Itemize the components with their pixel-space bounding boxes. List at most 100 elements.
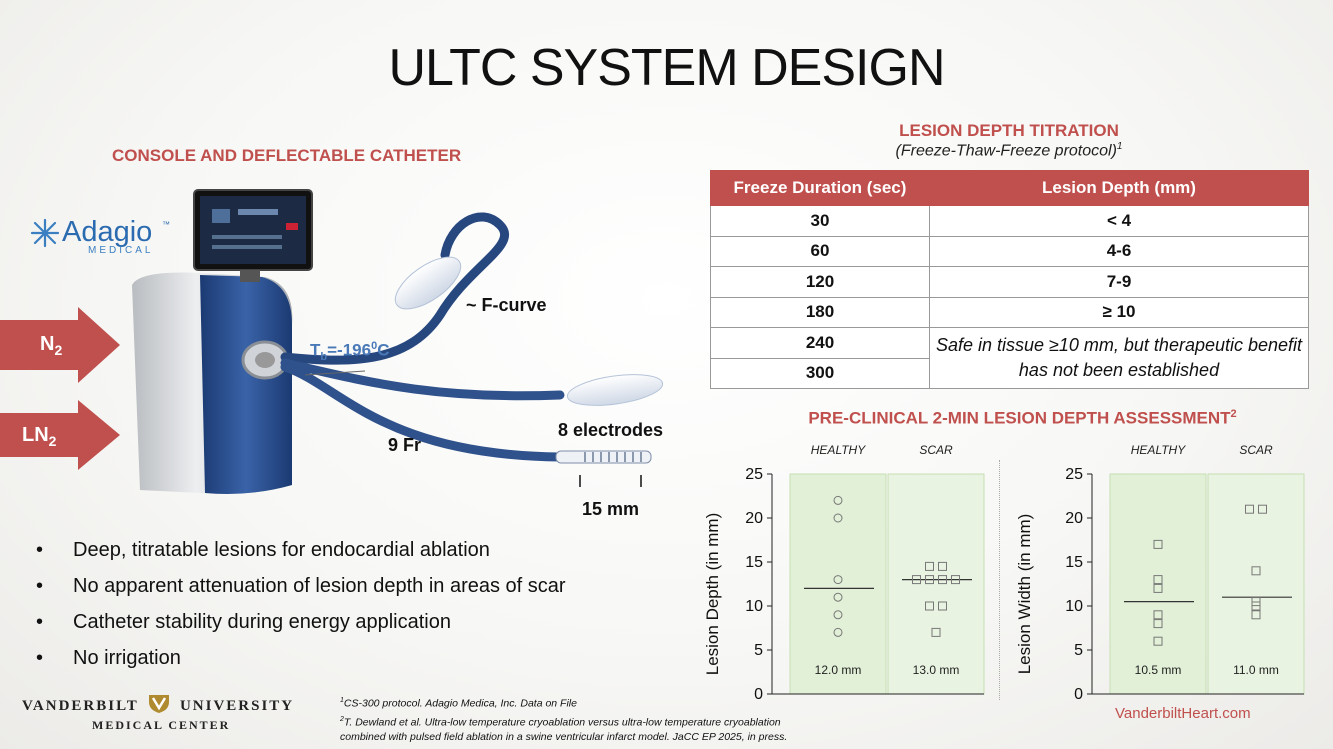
lesion-table-title: LESION DEPTH TITRATION — [899, 121, 1119, 140]
y-tick-label: 5 — [754, 642, 763, 659]
table-header-row: Freeze Duration (sec) Lesion Depth (mm) — [710, 170, 1309, 206]
chart-divider — [999, 460, 1000, 700]
adagio-wordmark: Adagio — [62, 216, 153, 248]
data-point — [1153, 575, 1163, 585]
data-point — [1251, 610, 1261, 620]
data-point — [912, 575, 921, 585]
list-item: •Deep, titratable lesions for endocardia… — [36, 539, 490, 561]
y-tick-label: 15 — [745, 554, 763, 571]
vanderbilt-logo-line1: VANDERBILT UNIVERSITY — [22, 694, 294, 715]
data-point — [833, 495, 843, 505]
median-label: 11.0 mm — [1233, 663, 1279, 677]
website-link[interactable]: VanderbiltHeart.com — [1115, 705, 1251, 722]
console-catheter-illustration — [0, 189, 664, 494]
data-point — [833, 592, 843, 602]
group-background — [887, 473, 985, 695]
lesion-depth-table: Freeze Duration (sec) Lesion Depth (mm) … — [710, 170, 1309, 389]
reference-1: 1CS-300 protocol. Adagio Medica, Inc. Da… — [340, 697, 577, 710]
y-tick-label: 25 — [745, 466, 763, 483]
data-point — [938, 561, 947, 571]
catheter-low — [280, 362, 565, 462]
y-axis-label: Lesion Width (in mm) — [1015, 514, 1034, 675]
adagio-tm: ™ — [162, 220, 170, 229]
data-point — [1153, 539, 1163, 549]
median-label: 13.0 mm — [913, 663, 960, 677]
n2-label: N2 — [40, 333, 63, 358]
y-tick-label: 20 — [1065, 510, 1083, 527]
slide-title: ULTC SYSTEM DESIGN — [388, 39, 945, 97]
table-row: 300 — [710, 357, 1309, 389]
catheter-f-curve — [280, 212, 510, 365]
lesion-table-subtitle: (Freeze-Thaw-Freeze protocol)1 — [895, 141, 1123, 160]
group-label: SCAR — [919, 443, 953, 457]
y-tick-label: 10 — [745, 598, 763, 615]
data-point — [1153, 610, 1163, 620]
catheter-mid — [280, 358, 565, 401]
list-item: •No irrigation — [36, 647, 181, 669]
vanderbilt-logo-line2: MEDICAL CENTER — [92, 718, 231, 732]
adagio-logo: Adagio ™ MEDICAL — [30, 216, 180, 258]
data-point — [833, 627, 843, 637]
y-tick-label: 5 — [1074, 642, 1083, 659]
vanderbilt-shield-icon — [148, 694, 170, 714]
data-point — [925, 561, 934, 571]
data-point — [925, 575, 934, 585]
median-label: 10.5 mm — [1135, 663, 1182, 677]
data-point — [951, 575, 960, 585]
y-tick-label: 15 — [1065, 554, 1083, 571]
bullet-list: •Deep, titratable lesions for endocardia… — [36, 538, 566, 682]
merged-note-cell: Safe in tissue ≥10 mm, but therapeutic b… — [929, 327, 1309, 389]
preclinical-charts: HEALTHY 12.0 mm SCAR 13.0 mm 0 5 10 15 20 25Lesio… — [703, 443, 1305, 703]
adagio-sub: MEDICAL — [88, 245, 154, 256]
header-lesion-depth: Lesion Depth (mm) — [929, 170, 1309, 206]
preclinical-title: PRE-CLINICAL 2-MIN LESION DEPTH ASSESSME… — [808, 408, 1237, 428]
reference-2: 2T. Dewland et al. Ultra-low temperature… — [340, 716, 788, 743]
data-point — [931, 627, 941, 637]
data-point — [833, 575, 843, 585]
adagio-star-icon — [30, 218, 60, 248]
balloon-mid — [566, 374, 664, 406]
ln2-arrow — [0, 400, 120, 470]
french-size-label: 9 Fr — [388, 435, 422, 455]
n2-arrow — [0, 307, 120, 383]
data-point — [938, 601, 947, 611]
list-item: •No apparent attenuation of lesion depth… — [36, 575, 566, 597]
data-point — [1251, 566, 1261, 576]
y-axis-label: Lesion Depth (in mm) — [703, 513, 722, 676]
table-row: 180≥ 10 — [710, 296, 1309, 328]
y-tick-label: 0 — [754, 686, 763, 703]
data-point — [1245, 504, 1254, 514]
f-curve-label: ~ F-curve — [466, 295, 547, 315]
data-point — [1153, 636, 1163, 646]
group-label: HEALTHY — [811, 443, 866, 457]
median-label: 12.0 mm — [815, 663, 862, 677]
header-freeze-duration: Freeze Duration (sec) — [710, 170, 930, 206]
y-tick-label: 25 — [1065, 466, 1083, 483]
data-point — [1153, 619, 1163, 629]
y-tick-label: 0 — [1074, 686, 1083, 703]
data-point — [833, 513, 843, 523]
console-blue-panel — [200, 275, 292, 494]
group-background — [1207, 473, 1305, 695]
table-row: 30< 4 — [710, 205, 1309, 237]
length-label: 15 mm — [582, 499, 640, 519]
y-tick-label: 10 — [1065, 598, 1083, 615]
y-tick-label: 20 — [745, 510, 763, 527]
group-label: HEALTHY — [1131, 443, 1186, 457]
data-point — [925, 601, 934, 611]
electrode-tip — [555, 450, 652, 464]
data-point — [1153, 583, 1163, 593]
data-point — [1258, 504, 1267, 514]
temp-label: Tb=-1960C — [310, 340, 390, 364]
data-point — [1251, 601, 1261, 611]
data-point — [938, 575, 947, 585]
group-label: SCAR — [1239, 443, 1273, 457]
ln2-label: LN2 — [22, 424, 57, 449]
electrodes-label: 8 electrodes — [558, 420, 664, 440]
list-item: •Catheter stability during energy applic… — [36, 611, 451, 633]
console-heading: CONSOLE AND DEFLECTABLE CATHETER — [112, 146, 462, 165]
balloon-top — [394, 256, 462, 310]
